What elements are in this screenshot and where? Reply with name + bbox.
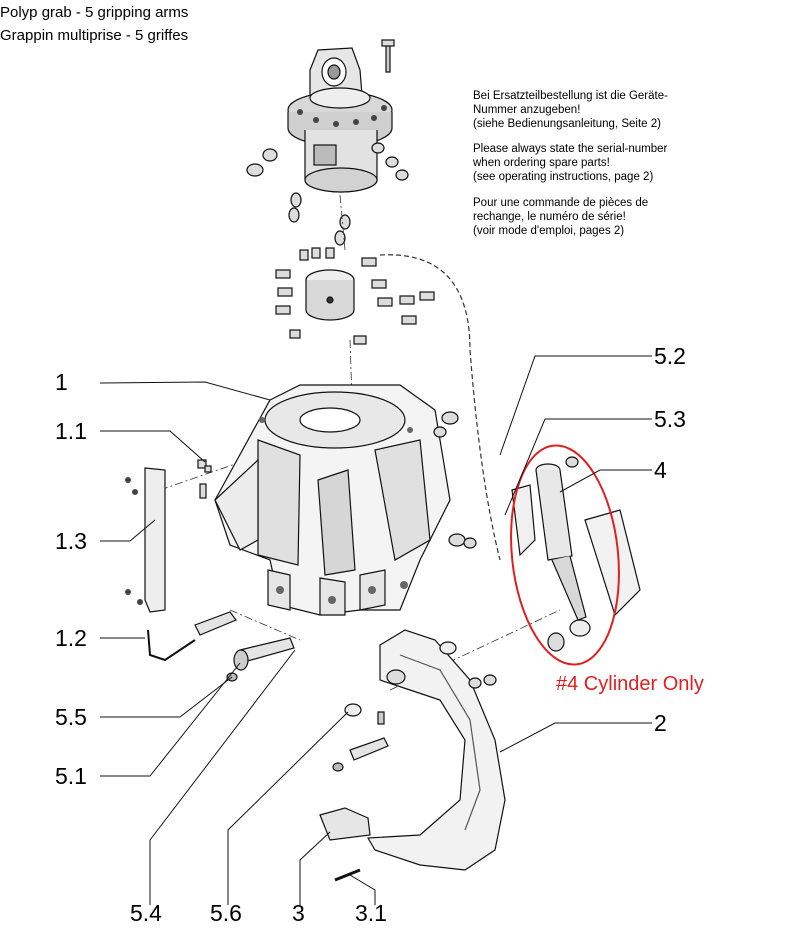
pins-parts — [194, 611, 389, 772]
callout-5-2: 5.2 — [654, 343, 686, 369]
blade-part — [319, 807, 371, 882]
callout-3: 3 — [292, 900, 305, 926]
callout-1-3: 1.3 — [55, 528, 87, 554]
callout-5-6: 5.6 — [210, 900, 242, 926]
rotator-part — [287, 39, 395, 193]
callout-1: 1 — [55, 369, 68, 395]
cylinder-highlight-ring — [510, 444, 620, 666]
callout-5-1: 5.1 — [55, 763, 87, 789]
note-german: Bei Ersatzteilbestellung ist die Geräte-… — [473, 90, 668, 130]
note-french: Pour une commande de pièces de rechange,… — [473, 197, 649, 237]
callout-1-1: 1.1 — [55, 418, 87, 444]
cylinder-part — [511, 456, 641, 652]
gripping-arm-part — [366, 629, 506, 871]
callout-5-3: 5.3 — [654, 406, 686, 432]
callout-4: 4 — [654, 457, 667, 483]
hydraulic-hose — [379, 254, 501, 561]
cylinder-only-annotation: #4 Cylinder Only — [556, 673, 704, 695]
note-english: Please always state the serial-number wh… — [473, 143, 668, 183]
callout-3-1: 3.1 — [355, 900, 387, 926]
page-title: Polyp grab - 5 gripping arms — [0, 4, 189, 21]
cover-plate-part — [125, 467, 166, 613]
callout-5-5: 5.5 — [55, 704, 87, 730]
callout-leader-lines — [99, 355, 652, 905]
callout-1-2: 1.2 — [55, 625, 87, 651]
hose-part — [147, 629, 196, 662]
page-subtitle: Grappin multiprise - 5 griffes — [0, 27, 189, 44]
callout-5-4: 5.4 — [130, 900, 162, 926]
manifold-block — [275, 247, 435, 345]
housing-part — [214, 384, 451, 616]
callout-2: 2 — [654, 710, 667, 736]
hose-fittings-upper — [246, 142, 409, 246]
small-hardware — [197, 411, 477, 549]
